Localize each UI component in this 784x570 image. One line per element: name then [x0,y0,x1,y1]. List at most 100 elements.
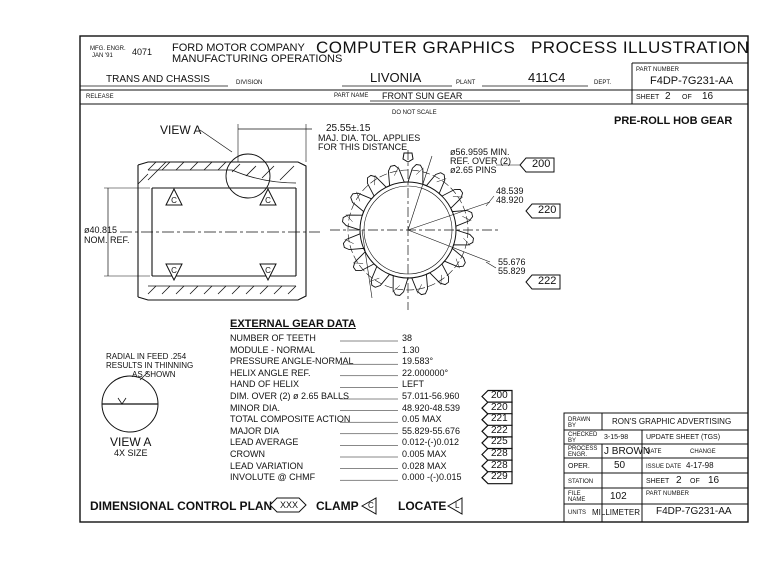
file-name: 102 [610,491,627,502]
maj-dia-note-2: FOR THIS DISTANCE [318,142,408,152]
station-label: STATION [568,479,594,485]
sheet-of: OF [682,94,692,101]
gear-row-label: CROWN [230,449,265,459]
gear-row-label: INVOLUTE @ CHMF [230,472,316,483]
gear-row-value: 48.920-48.539 [402,402,461,413]
part-number-label: PART NUMBER [636,67,680,73]
tag-220: 220 [538,204,557,216]
gear-row-value: 0.005 MAX [402,449,447,459]
gear-row-value: 19.583° [402,356,434,367]
gear-row-label: TOTAL COMPOSITE ACTION [230,414,351,425]
company-name: FORD MOTOR COMPANY [172,42,305,54]
radial-note-1: RADIAL IN FEED .254 [106,352,187,361]
gear-row-tag: 228 [491,459,508,471]
gear-tooth-hatch [353,262,364,264]
gear-row-tag: 221 [491,413,508,425]
dia-40: ø40.815 [84,225,118,235]
clamp-symbol-text: C [368,501,374,510]
nom-ref: NOM. REF. [84,235,130,245]
gear-row-value: 22.000000° [402,367,449,378]
tag-200: 200 [532,158,551,170]
gear-row-label: LEAD VARIATION [230,460,304,471]
dim-25: 25.55±.15 [326,123,371,134]
legend-locate: LOCATE [398,499,447,513]
mfg-engr-date: JAN '91 [92,53,113,59]
file-name-label: FILE NAME [568,491,586,503]
issue-date-label: ISSUE DATE [646,464,682,470]
gear-row-value: 55.829-55.676 [402,425,461,436]
process-engr-label: PROCESS ENGR. [568,446,598,458]
dimensional-symbol-text: XXX [280,500,299,510]
units-value: MILLIMETER [592,508,641,517]
gear-row-value: 0.012-(-)0.012 [402,437,460,448]
tag-222: 222 [538,275,557,287]
gear-row-label: LEAD AVERAGE [230,437,299,448]
oper-label: OPER. [568,463,590,470]
gear-row-value: LEFT [402,379,425,390]
gear-tooth-hatch [392,285,400,293]
document-title: COMPUTER GRAPHICS PROCESS ILLUSTRATION [316,38,750,57]
sheet-num: 2 [665,91,671,102]
part-name: FRONT SUN GEAR [382,91,463,101]
tb-part-number: F4DP-7G231-AA [656,506,732,517]
process-engr: J BROWN [604,446,651,457]
change-label: CHANGE [690,449,716,455]
svg-text:C: C [265,196,271,205]
major-dia-1: 55.676 [498,257,526,267]
view-a-scale: 4X SIZE [114,448,148,458]
drawn-by-label: DRAWN BY [568,417,591,429]
gear-row-tag: 222 [491,424,508,436]
division-value: TRANS AND CHASSIS [106,74,210,85]
update-date: 3-15-98 [604,434,629,441]
units-label: UNITS [568,510,586,516]
company-sub: MANUFACTURING OPERATIONS [172,53,343,65]
sheet-total: 16 [702,91,714,102]
legend-clamp: CLAMP [316,499,359,513]
major-dia-2: 55.829 [498,266,526,276]
drawn-by: RON'S GRAPHIC ADVERTISING [612,417,732,426]
locate-symbol-text: L [455,501,460,510]
oper-value: 50 [614,460,626,471]
svg-text:C: C [171,266,177,275]
view-a-label: VIEW A [110,435,152,449]
gear-row-tag: 228 [491,448,508,459]
gear-row-value: 0.000 -(-)0.015 [402,472,462,483]
gear-tooth-hatch [455,258,460,269]
pre-roll-title: PRE-ROLL HOB GEAR [614,115,733,127]
gear-row-value: 1.30 [402,344,420,355]
gear-row-value: 0.05 MAX [402,414,442,425]
gear-row-value: 38 [402,333,413,343]
do-not-scale: DO NOT SCALE [392,110,437,116]
tb-sheet-label: SHEET [646,478,670,485]
tb-sheet-num: 2 [676,475,682,486]
part-name-label: PART NAME [334,93,369,99]
date-label: DATE [646,449,662,455]
gear-row-tag: 229 [491,471,508,483]
update-note: UPDATE SHEET (TGS) [646,434,721,441]
gear-tooth-hatch [344,239,354,244]
gear-row-label: MINOR DIA. [230,402,281,413]
dept-label: DEPT. [594,80,612,86]
gear-row-label: NUMBER OF TEETH [230,333,316,343]
gear-tooth-hatch [345,214,353,222]
tb-sheet-of: OF [690,478,700,485]
gear-row-tag: 220 [491,401,508,413]
mfg-engr-label: MFG. ENGR. [90,46,126,52]
gear-row-label: PRESSURE ANGLE-NORMAL [230,356,354,367]
gear-data-title: EXTERNAL GEAR DATA [230,318,356,330]
gear-row-label: DIM. OVER (2) ø 2.65 BALLS [230,391,350,401]
gear-tooth-hatch [394,166,399,176]
gear-tooth-hatch [356,191,361,202]
gear-row-label: HELIX ANGLE REF. [230,367,311,378]
division-label: DIVISION [236,80,263,86]
plant-label: PLANT [456,80,476,86]
radial-note-2: RESULTS IN THINNING [106,361,194,370]
gear-row-label: HAND OF HELIX [230,379,300,390]
legend-dimensional: DIMENSIONAL CONTROL PLAN [90,499,273,513]
tb-part-number-label: PART NUMBER [646,491,690,497]
maj-dia-note-1: MAJ. DIA. TOL. APPLIES [318,133,421,143]
release-label: RELEASE [86,94,114,100]
gear-tooth-hatch [452,196,463,198]
gear-row-label: MODULE - NORMAL [230,344,316,355]
pins-note-3: ø2.65 PINS [450,165,497,175]
